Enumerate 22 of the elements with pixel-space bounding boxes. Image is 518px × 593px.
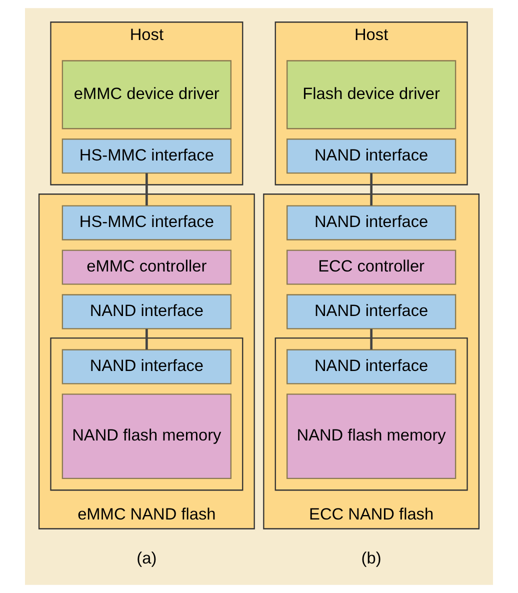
node-box: ECC controller [286,250,456,285]
node-box: NAND interface [286,138,456,174]
node-box: HS-MMC interface [62,138,232,174]
connector [370,173,372,206]
node-box: eMMC controller [62,250,232,285]
node-box: NAND interface [62,349,232,384]
node-box: NAND flash memory [286,394,456,480]
connector [146,173,148,206]
label: (a) [136,549,157,568]
node-box: NAND interface [62,294,232,330]
node-box: Flash device driver [286,60,456,130]
node-box: eMMC device driver [62,60,232,130]
node-box: NAND interface [286,349,456,384]
node-box: NAND interface [286,205,456,240]
node-box: NAND interface [286,294,456,330]
label: (b) [361,549,382,568]
node-box: HS-MMC interface [62,205,232,240]
connector [146,328,148,350]
node-box: NAND flash memory [62,394,232,480]
cluster [50,337,244,491]
cluster [274,337,468,491]
connector [370,328,372,350]
